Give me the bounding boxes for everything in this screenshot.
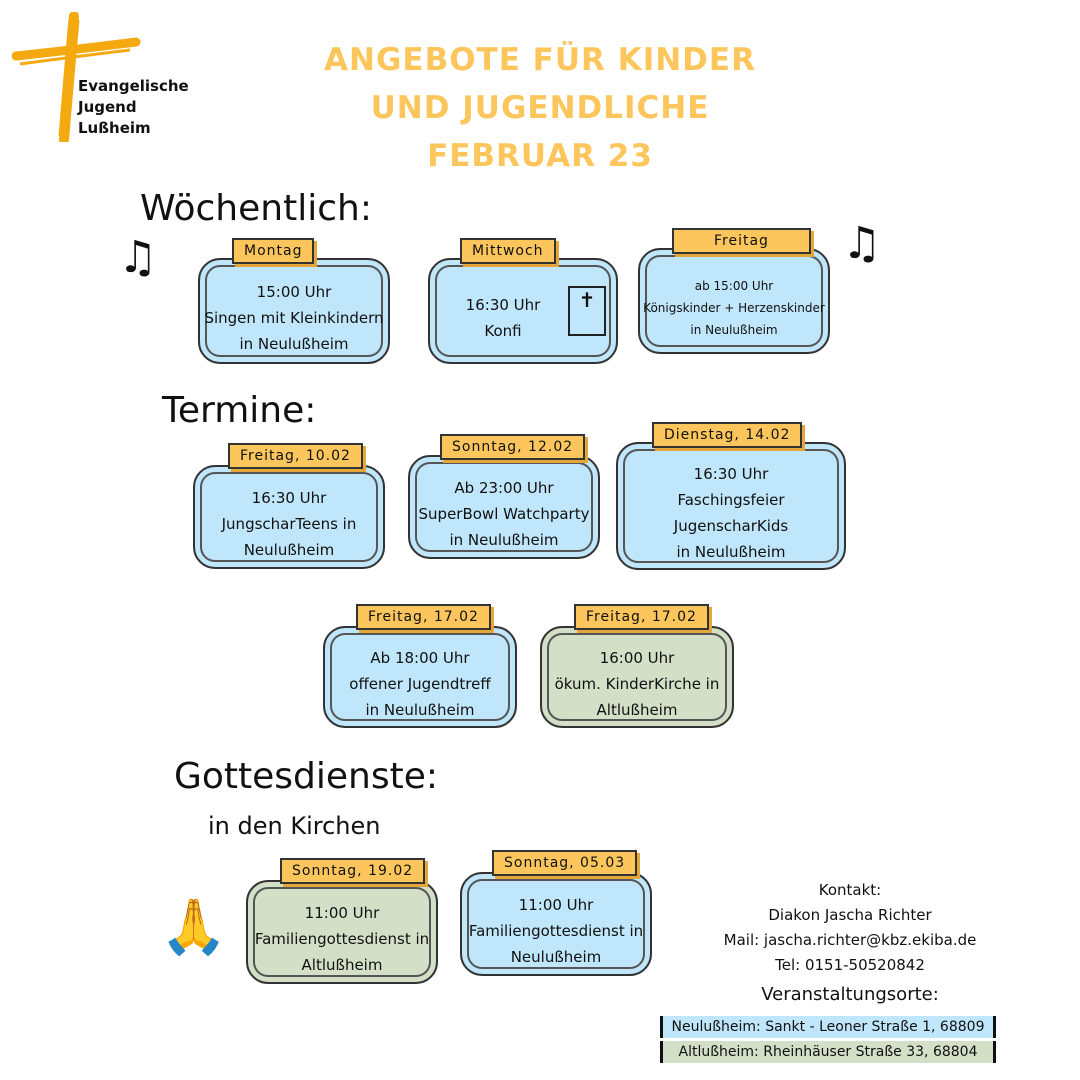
logo-line: Lußheim — [78, 119, 151, 137]
cross-logo-icon — [12, 12, 141, 142]
event-line: Altlußheim — [596, 701, 678, 719]
event-line: ab 15:00 Uhr — [694, 279, 774, 293]
event-card: 16:30 Uhr Faschingsfeier JugenscharKids … — [616, 442, 846, 570]
venue-altlussheim: Altlußheim: Rheinhäuser Straße 33, 68804 — [660, 1041, 996, 1063]
logo-line: Evangelische — [78, 77, 189, 95]
event-line: Konfi — [484, 322, 522, 340]
gottesdienste-heading: Gottesdienste: — [174, 756, 439, 797]
termine-heading: Termine: — [162, 390, 317, 431]
event-line: in Neulußheim — [449, 531, 559, 549]
event-card: Ab 23:00 Uhr SuperBowl Watchparty in Neu… — [408, 455, 600, 559]
title-line: ANGEBOTE FÜR KINDER — [324, 42, 756, 78]
event-card: 16:00 Uhr ökum. KinderKirche in Altlußhe… — [540, 626, 734, 728]
weekly-heading: Wöchentlich: — [140, 188, 372, 229]
gottesdienste-subheading: in den Kirchen — [208, 812, 381, 840]
bible-icon: ✝ — [568, 286, 606, 336]
event-line: 16:30 Uhr — [251, 489, 327, 507]
title-line: UND JUGENDLICHE — [370, 90, 710, 126]
event-line: ökum. KinderKirche in — [554, 675, 720, 693]
event-line: Neulußheim — [510, 948, 602, 966]
date-tag: Sonntag, 19.02 — [280, 858, 426, 884]
event-line: 11:00 Uhr — [518, 896, 594, 914]
contact-info: Kontakt: Diakon Jascha Richter Mail: jas… — [700, 878, 1000, 1007]
event-line: SuperBowl Watchparty — [418, 505, 590, 523]
event-line: in Neulußheim — [365, 701, 475, 719]
event-line: in Neulußheim — [690, 323, 778, 337]
event-line: JungscharTeens in — [221, 515, 357, 533]
contact-name: Diakon Jascha Richter — [768, 906, 932, 924]
event-card: 16:30 Uhr JungscharTeens in Neulußheim — [193, 465, 385, 569]
event-line: Faschingsfeier — [677, 491, 785, 509]
date-tag: Freitag, 17.02 — [356, 604, 491, 630]
logo-line: Jugend — [78, 98, 137, 116]
event-card: 15:00 Uhr Singen mit Kleinkindern in Neu… — [198, 258, 390, 364]
logo-text: Evangelische Jugend Lußheim — [78, 76, 189, 139]
event-line: Altlußheim — [301, 956, 383, 974]
page-title: ANGEBOTE FÜR KINDER UND JUGENDLICHE FEBR… — [0, 36, 1080, 180]
event-line: Neulußheim — [243, 541, 335, 559]
title-line: FEBRUAR 23 — [427, 138, 653, 174]
venue-neulussheim: Neulußheim: Sankt - Leoner Straße 1, 688… — [660, 1016, 996, 1038]
day-tag: Freitag — [672, 228, 811, 254]
day-tag: Montag — [232, 238, 315, 264]
contact-phone: Tel: 0151-50520842 — [775, 956, 925, 974]
date-tag: Sonntag, 12.02 — [440, 434, 586, 460]
event-line: Ab 23:00 Uhr — [454, 479, 554, 497]
date-tag: Sonntag, 05.03 — [492, 850, 638, 876]
event-line: Familiengottesdienst in — [468, 922, 644, 940]
event-line: 15:00 Uhr — [256, 283, 332, 301]
event-line: 16:30 Uhr — [693, 465, 769, 483]
praying-hands-icon: 🙏 — [160, 895, 228, 958]
date-tag: Freitag, 10.02 — [228, 443, 363, 469]
contact-email: Mail: jascha.richter@kbz.ekiba.de — [723, 931, 977, 949]
event-line: 11:00 Uhr — [304, 904, 380, 922]
event-line: JugenscharKids — [673, 517, 789, 535]
event-line: offener Jugendtreff — [349, 675, 491, 693]
event-card: Ab 18:00 Uhr offener Jugendtreff in Neul… — [323, 626, 517, 728]
date-tag: Dienstag, 14.02 — [652, 422, 803, 448]
event-line: in Neulußheim — [239, 335, 349, 353]
event-line: Ab 18:00 Uhr — [370, 649, 470, 667]
event-line: Familiengottesdienst in — [254, 930, 430, 948]
event-card: ab 15:00 Uhr Königskinder + Herzenskinde… — [638, 248, 830, 354]
music-notes-icon: ♫ — [842, 218, 882, 269]
date-tag: Freitag, 17.02 — [574, 604, 709, 630]
music-notes-icon: ♫ — [118, 232, 158, 283]
service-card: 11:00 Uhr Familiengottesdienst in Neuluß… — [460, 872, 652, 976]
event-line: 16:00 Uhr — [599, 649, 675, 667]
day-tag: Mittwoch — [460, 238, 556, 264]
event-line: 16:30 Uhr — [465, 296, 541, 314]
venues-heading: Veranstaltungsorte: — [761, 984, 939, 1005]
event-line: Singen mit Kleinkindern — [204, 309, 384, 327]
service-card: 11:00 Uhr Familiengottesdienst in Altluß… — [246, 880, 438, 984]
event-line: in Neulußheim — [676, 543, 786, 561]
contact-heading: Kontakt: — [818, 881, 882, 899]
event-line: Königskinder + Herzenskinder — [643, 301, 825, 315]
